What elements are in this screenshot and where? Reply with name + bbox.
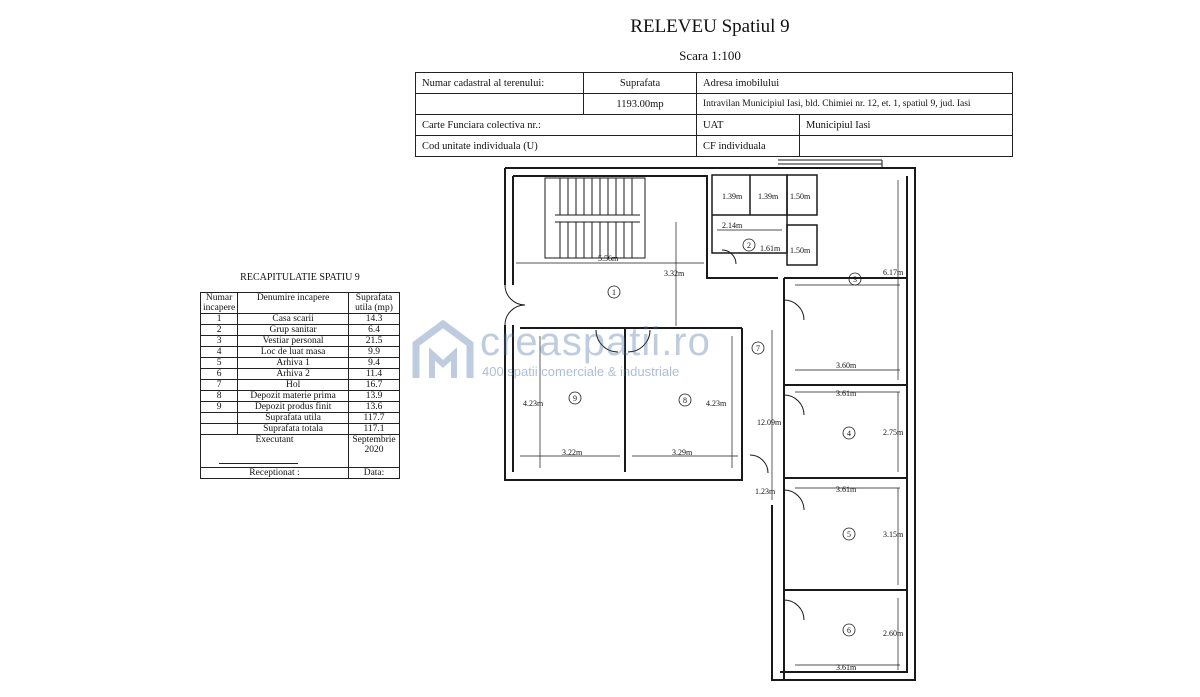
scale-label: Scara 1:100 [679,48,741,63]
dim-label: 1.23m [755,487,776,496]
watermark-name: creaspatii.ro [480,320,711,364]
watermark-tagline: 400 spatii comerciale & industriale [482,364,680,379]
outer-walls [504,167,916,681]
watermark: creaspatii.ro 400 spatii comerciale & in… [410,318,790,388]
room-number-1: 1 [612,288,616,297]
room-number-8: 8 [683,396,687,405]
room-number-9: 9 [573,394,577,403]
room-markers [568,238,862,637]
dim-label: 2.14m [722,221,743,230]
room-number-3: 3 [853,275,857,284]
dim-label: 4.23m [523,399,544,408]
dim-label: 3.61m [836,663,857,672]
sanitary-block [711,174,818,266]
property-info-table: Numar cadastral al terenului: Suprafata … [415,72,1013,157]
dim-label: 1.39m [722,192,743,201]
cf-individual-value [799,135,1013,157]
dim-label: 1.39m [758,192,779,201]
balcony [778,159,883,168]
signature-line [219,463,298,464]
recap-executant-row: Executant Septembrie 2020 [200,434,400,468]
dim-label: 2.60m [883,629,904,638]
house-logo-icon [412,319,474,378]
dimension-labels: 5.56m 3.32m 1.39m 1.39m 1.50m 1.50m 2.14… [523,192,904,672]
dim-label: 1.61m [760,244,781,253]
receptionat-label: Receptionat : [200,467,349,479]
date-value: Septembrie 2020 [348,434,400,468]
dim-label: 3.22m [562,448,583,457]
dim-label: 3.61m [836,389,857,398]
dim-label: 1.50m [790,192,811,201]
room-number-2: 2 [747,241,751,250]
dim-label: 2.75m [883,428,904,437]
data-label: Data: [348,467,400,479]
recap-table: Numar incapere Denumire incapere Suprafa… [199,292,400,479]
doors [504,249,805,621]
dim-label: 3.32m [664,269,685,278]
dim-label: 3.60m [836,361,857,370]
partitions [520,277,907,680]
cf-individual-label: CF individuala [696,135,800,157]
dim-label: 5.56m [598,254,619,263]
dim-label: 6.17m [883,268,904,277]
dimension-lines [516,180,900,670]
recap-title: RECAPITULATIE SPATIU 9 [240,272,360,283]
dim-label: 3.15m [883,530,904,539]
room-number-7: 7 [756,344,760,353]
dim-label: 3.61m [836,485,857,494]
dim-label: 1.50m [790,246,811,255]
room-number-6: 6 [847,626,851,635]
staircase [544,177,646,259]
dim-label: 3.29m [672,448,693,457]
room-numbers: 1 2 3 4 5 6 7 8 9 [573,241,857,635]
executant-cell: Executant [200,434,349,468]
recap-receptionat-row: Receptionat : Data: [200,467,400,479]
page-title: RELEVEU Spatiul 9 [630,16,790,37]
dim-label: 4.23m [706,399,727,408]
room-number-4: 4 [847,429,851,438]
room-number-5: 5 [847,530,851,539]
executant-label: Executant [255,435,294,445]
dim-label: 12.09m [757,418,782,427]
